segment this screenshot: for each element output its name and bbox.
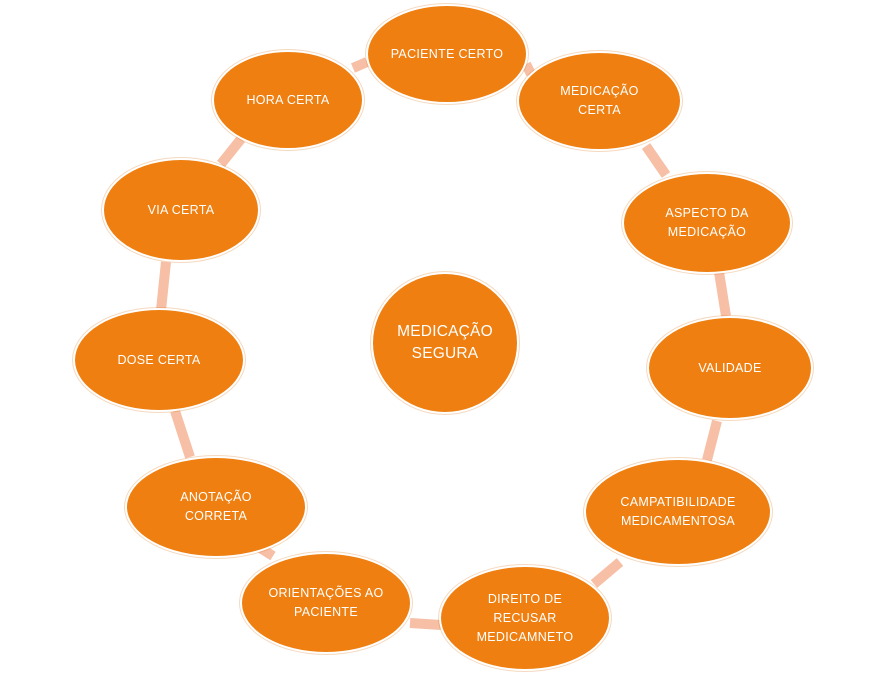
node-label: DOSE CERTA [117, 352, 201, 367]
connector-anotacao-dose [170, 409, 195, 459]
connector-hora-paciente [351, 57, 369, 73]
connector-medicacao-aspecto [641, 143, 671, 178]
node-label: PACIENTE CERTO [390, 46, 504, 61]
center-node-label: MEDICAÇÃO SEGURA [397, 323, 493, 362]
node-label: MEDICAÇÃO CERTA [560, 84, 639, 117]
node-label: ASPECTO DA MEDICAÇÃO [665, 206, 749, 239]
node-label: ANOTAÇÃO CORRETA [180, 490, 252, 523]
node-direito-de-recusar: DIREITO DE RECUSAR MEDICAMNETO [439, 565, 611, 671]
connector-direito-orientacoes [409, 618, 442, 630]
node-label: CAMPATIBILIDADE MEDICAMENTOSA [620, 495, 736, 528]
connector-aspecto-validade [714, 271, 731, 317]
node-label: DIREITO DE RECUSAR MEDICAMNETO [476, 591, 574, 644]
node-anotacao-correta: ANOTAÇÃO CORRETA [125, 456, 307, 558]
connector-dose-via [156, 261, 171, 311]
connector-via-hora [217, 135, 245, 168]
node-orientacoes-ao-paciente: ORIENTAÇÕES AO PACIENTE [240, 552, 412, 654]
node-label: HORA CERTA [246, 92, 330, 107]
node-dose-certa: DOSE CERTA [73, 308, 245, 412]
center-node-medicacao-segura: MEDICAÇÃO SEGURA [371, 272, 519, 414]
node-aspecto-da-medicacao: ASPECTO DA MEDICAÇÃO [622, 172, 792, 274]
connector-validade-compatibilidade [702, 419, 722, 462]
node-via-certa: VIA CERTA [102, 158, 260, 262]
node-label: VIA CERTA [147, 202, 215, 217]
node-paciente-certo: PACIENTE CERTO [366, 4, 528, 104]
node-compatibilidade-medicamentosa: CAMPATIBILIDADE MEDICAMENTOSA [584, 458, 772, 566]
node-hora-certa: HORA CERTA [212, 50, 364, 150]
node-medicacao-certa: MEDICAÇÃO CERTA [517, 51, 682, 151]
node-label: VALIDADE [698, 360, 762, 375]
node-validade: VALIDADE [647, 316, 813, 420]
connector-compatibilidade-direito [590, 558, 624, 588]
node-label: ORIENTAÇÕES AO PACIENTE [268, 586, 384, 619]
